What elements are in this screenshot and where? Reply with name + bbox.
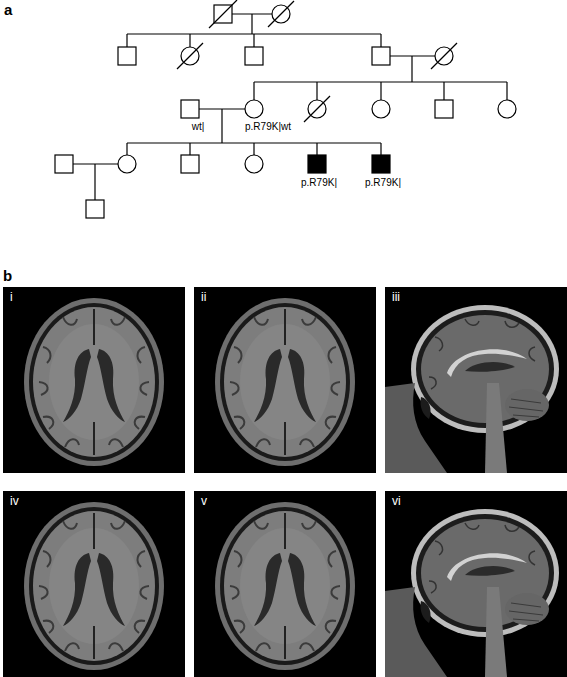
image-label: v xyxy=(201,495,207,508)
genotype-label: p.R79K| xyxy=(301,177,337,188)
image-label: vi xyxy=(392,495,401,508)
image-label: ii xyxy=(201,291,206,304)
image-label: iv xyxy=(10,495,19,508)
pedigree xyxy=(55,0,516,218)
genotype-label: p.R79K| xyxy=(365,177,401,188)
mri-panels xyxy=(3,287,567,677)
genotype-label: p.R79K|wt xyxy=(245,121,291,132)
genotype-label: wt| xyxy=(192,121,205,132)
panel-letter: b xyxy=(3,268,12,285)
image-label: iii xyxy=(392,291,400,304)
image-label: i xyxy=(10,291,13,304)
panel-letter: a xyxy=(4,2,12,19)
